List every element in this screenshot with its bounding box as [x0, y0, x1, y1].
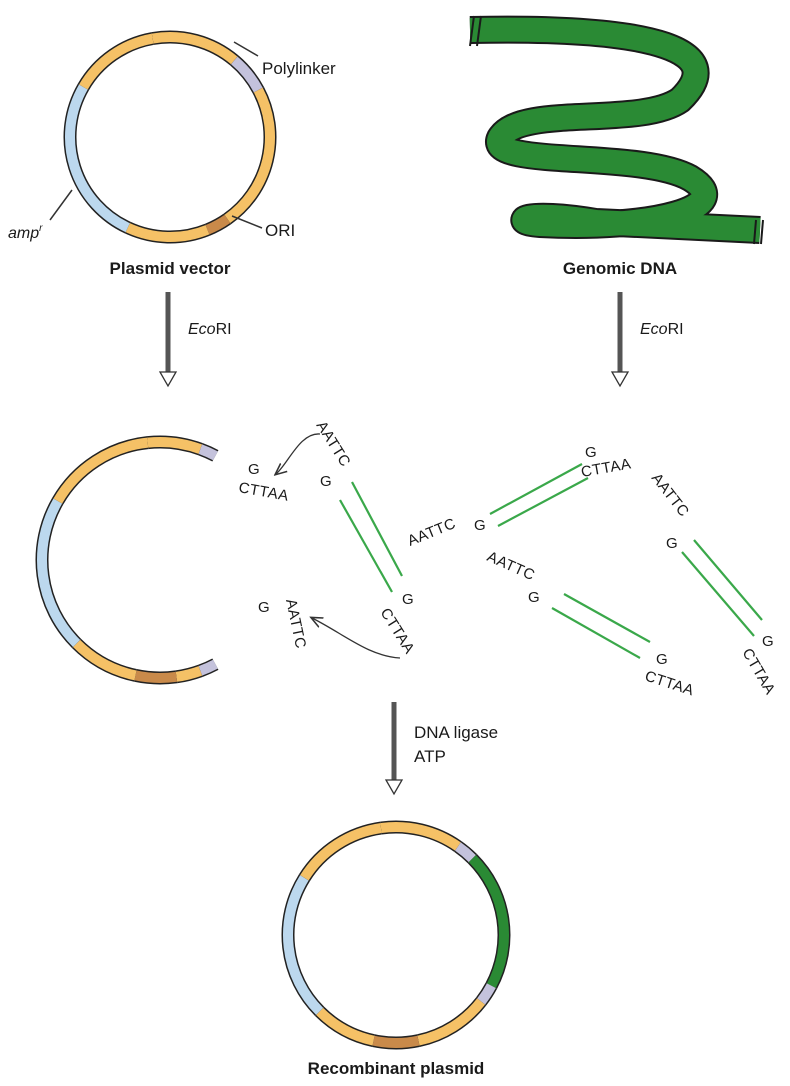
genomic-fragment-c: AATTC G G CTTAA [484, 548, 696, 699]
ecori-arrowhead-left [160, 372, 176, 386]
amp-pointer [50, 190, 72, 220]
plasmid-segment-backbone [128, 228, 208, 237]
recombinant-plasmid [288, 827, 504, 1043]
plasmid-segment-polylinker [200, 449, 215, 456]
plasmid-vector-title: Plasmid vector [110, 259, 231, 278]
plasmid-vector [70, 37, 270, 237]
genomic-dna [470, 16, 763, 244]
fragment-c-aattc: AATTC [484, 548, 537, 584]
fragment-a-g2: G [474, 517, 486, 534]
plasmid-segment-ori [374, 1041, 419, 1043]
plasmid-segment-backbone [153, 37, 235, 60]
ori-label: ORI [265, 221, 295, 240]
genomic-fragment-a: G CTTAA AATTC G [405, 444, 632, 550]
fragment-b-g2: G [762, 633, 774, 650]
fragment-b-cttaa: CTTAA [739, 646, 779, 698]
fragment-b-aattc: AATTC [648, 470, 693, 520]
insert-fragment: AATTC G G CTTAA [313, 418, 418, 657]
fragment-a-aattc: AATTC [405, 515, 458, 550]
genomic-dna-title: Genomic DNA [563, 259, 677, 278]
fragment-b-g: G [666, 535, 678, 552]
pointer-arrow-upper [276, 434, 320, 474]
cut-plasmid-lower-aattc: AATTC [282, 597, 309, 650]
fragment-c-g: G [528, 589, 540, 606]
insert-aattc: AATTC [313, 418, 354, 470]
ecori-label-right: EcoRI [640, 321, 684, 338]
amp-label: ampr [8, 223, 43, 242]
insert-g-bottom: G [402, 591, 414, 608]
plasmid-segment-amp [42, 501, 77, 643]
insert-cttaa: CTTAA [377, 605, 418, 657]
cut-plasmid [42, 442, 215, 678]
polylinker-label: Polylinker [262, 59, 336, 78]
plasmid-segment-backbone [176, 671, 200, 677]
fragment-c-cttaa: CTTAA [643, 668, 696, 700]
insert-g-top: G [320, 473, 332, 490]
cut-plasmid-upper-cttaa: CTTAA [237, 479, 290, 505]
ecori-label-left: EcoRI [188, 321, 232, 338]
fragment-a-g: G [585, 444, 597, 461]
recombinant-plasmid-title: Recombinant plasmid [308, 1059, 485, 1078]
plasmid-segment-polylinker [200, 664, 215, 671]
atp-label: ATP [414, 747, 446, 766]
plasmid-segment-backbone [227, 90, 270, 219]
plasmid-segment-backbone [381, 827, 458, 847]
ligase-label: DNA ligase [414, 723, 498, 742]
fragment-c-g2: G [656, 651, 668, 668]
ori-pointer [232, 216, 262, 228]
plasmid-segment-amp [288, 878, 320, 1012]
cut-plasmid-upper-g: G [248, 461, 260, 478]
polylinker-pointer [234, 42, 258, 56]
plasmid-segment-polylinker [234, 60, 258, 90]
plasmid-segment-ori [135, 675, 176, 678]
cut-plasmid-lower-g: G [258, 599, 270, 616]
ecori-arrowhead-right [612, 372, 628, 386]
ligase-arrowhead [386, 780, 402, 794]
plasmid-segment-genomic [472, 859, 504, 986]
